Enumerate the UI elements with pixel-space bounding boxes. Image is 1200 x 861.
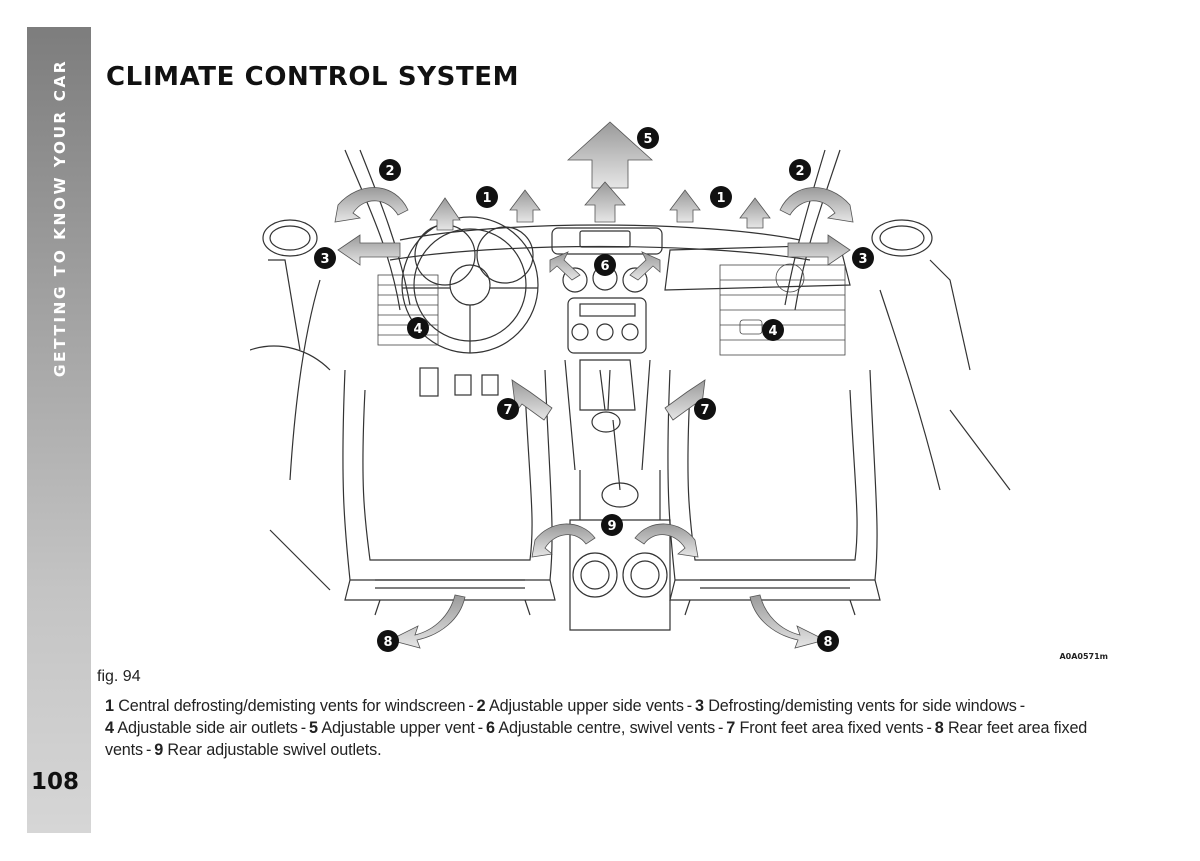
image-code: A0A0571m	[1059, 652, 1108, 661]
marker-2-right: 2	[789, 159, 811, 181]
marker-label: 5	[643, 132, 652, 147]
legend-text: Adjustable upper vent	[321, 719, 475, 737]
legend-sep: -	[926, 719, 932, 737]
legend-sep: -	[686, 697, 693, 715]
legend-num: 4	[105, 719, 114, 737]
interior-lines	[250, 149, 1011, 631]
legend-num: 9	[154, 741, 164, 759]
legend-text: Rear feet area fixed vents	[105, 719, 1088, 759]
marker-4-left: 4	[407, 317, 429, 339]
marker-6: 6	[594, 254, 616, 276]
figure: 5 1 1 2 2 3 3 4 4 6 7 7 8 8 9 A0A0571m	[250, 110, 1120, 670]
legend-sep: -	[1019, 697, 1025, 715]
marker-label: 4	[768, 324, 777, 339]
section-label: GETTING TO KNOW YOUR CAR	[51, 58, 69, 378]
marker-5: 5	[637, 127, 659, 149]
legend-num: 5	[309, 719, 318, 737]
legend-text: Adjustable centre, swivel vents	[498, 719, 716, 737]
marker-9: 9	[601, 514, 623, 536]
legend-text: Defrosting/demisting vents for side wind…	[708, 697, 1017, 715]
marker-2-left: 2	[379, 159, 401, 181]
marker-label: 8	[383, 635, 392, 650]
marker-label: 2	[385, 164, 394, 179]
marker-label: 2	[795, 164, 804, 179]
marker-8-right: 8	[817, 630, 839, 652]
marker-7-left: 7	[497, 398, 519, 420]
marker-3-left: 3	[314, 247, 336, 269]
marker-3-right: 3	[852, 247, 874, 269]
legend-num: 1	[105, 697, 114, 715]
legend-num: 2	[476, 697, 486, 715]
marker-8-left: 8	[377, 630, 399, 652]
marker-label: 8	[823, 635, 832, 650]
legend-sep: -	[477, 719, 484, 737]
airflow-arrows	[334, 121, 854, 649]
legend-text: Adjustable side air outlets	[117, 719, 298, 737]
legend-num: 7	[726, 719, 736, 737]
figure-label: fig. 94	[97, 668, 141, 685]
page-title: CLIMATE CONTROL SYSTEM	[106, 62, 520, 92]
marker-1-left: 1	[476, 186, 498, 208]
marker-label: 1	[482, 191, 491, 206]
marker-4-right: 4	[762, 319, 784, 341]
legend-sep: -	[468, 697, 474, 715]
legend-num: 3	[695, 697, 704, 715]
vents	[377, 263, 846, 356]
legend-sep: -	[718, 719, 724, 737]
legend-sep: -	[145, 741, 152, 759]
legend-text: Adjustable upper side vents	[488, 697, 684, 715]
legend-num: 6	[486, 719, 495, 737]
marker-label: 6	[600, 259, 609, 274]
page-number: 108	[31, 769, 80, 795]
legend-sep: -	[300, 719, 306, 737]
legend-text: Rear adjustable swivel outlets.	[167, 741, 382, 759]
marker-label: 3	[858, 252, 867, 267]
marker-1-right: 1	[710, 186, 732, 208]
figure-caption: 1 Central defrosting/demisting vents for…	[105, 695, 1115, 761]
marker-label: 4	[413, 322, 422, 337]
marker-label: 7	[503, 403, 512, 418]
marker-label: 7	[700, 403, 709, 418]
marker-label: 9	[607, 519, 616, 534]
marker-7-right: 7	[694, 398, 716, 420]
car-interior-illustration: 5 1 1 2 2 3 3 4 4 6 7 7 8 8 9 A0A0571m	[250, 121, 1108, 661]
marker-label: 1	[716, 191, 725, 206]
marker-label: 3	[320, 252, 329, 267]
legend-text: Front feet area fixed vents	[739, 719, 924, 737]
side-tab	[27, 27, 91, 833]
legend-text: Central defrosting/demisting vents for w…	[118, 697, 466, 715]
legend-num: 8	[934, 719, 944, 737]
